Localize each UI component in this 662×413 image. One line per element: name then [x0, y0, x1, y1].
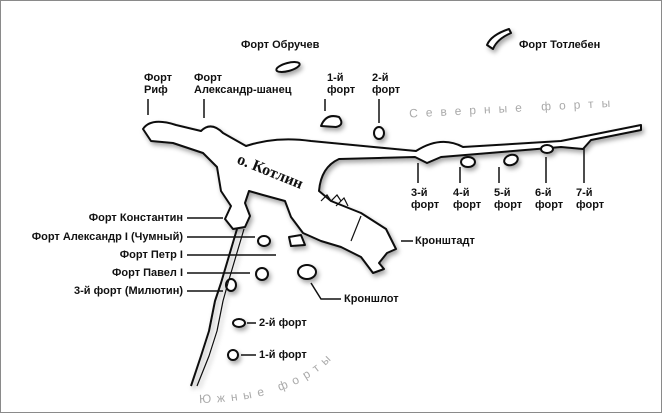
label-kronshtadt: Кронштадт — [415, 235, 475, 247]
label-line: форт — [372, 84, 401, 96]
city-walls — [320, 194, 362, 242]
label-line: 5-й — [494, 187, 511, 199]
label-south-fort-1: 1-й форт — [259, 349, 307, 361]
north-fort-5-shape — [503, 153, 519, 167]
north-fort-4-shape — [460, 156, 476, 168]
label-line: Форт — [194, 72, 223, 84]
label-line: 3-й — [411, 187, 428, 199]
south-fort-2-shape — [232, 318, 246, 328]
label-line: форт — [327, 84, 356, 96]
label-fort-milyutin: 3-й форт (Милютин) — [74, 285, 183, 297]
label-fort-pavel-i: Форт Павел I — [112, 267, 183, 279]
label-line: форт — [494, 199, 523, 211]
label-line: Александр-шанец — [194, 84, 292, 96]
label-line: 4-й — [453, 187, 470, 199]
label-line: 2-й — [372, 72, 389, 84]
fort-totleben-shape — [486, 28, 512, 50]
north-fort-6-shape — [540, 144, 554, 154]
kronshlot-shape — [297, 264, 317, 280]
label-line: форт — [411, 199, 440, 211]
label-line: 6-й — [535, 187, 552, 199]
fort-obruchev-shape — [275, 61, 301, 73]
dam-south — [190, 228, 238, 387]
dam-south-inner — [196, 228, 245, 387]
label-fort-totleben: Форт Тотлебен — [519, 39, 601, 51]
north-fort-1-shape — [320, 115, 343, 128]
label-fort-petr-i: Форт Петр I — [119, 249, 183, 261]
label-kronshlot: Кроншлот — [344, 293, 399, 305]
kotlin-island — [142, 120, 642, 274]
label-line: 1-й — [327, 72, 344, 84]
fort-petr-shape — [288, 234, 306, 247]
label-line: форт — [576, 199, 605, 211]
leader-lines — [147, 99, 585, 356]
label-line: форт — [535, 199, 564, 211]
north-fort-2-shape — [373, 126, 385, 140]
label-fort-konstantin: Форт Константин — [88, 212, 183, 224]
south-fort-1-shape — [227, 349, 239, 361]
label-line: Форт — [144, 72, 173, 84]
label-line: форт — [453, 199, 482, 211]
label-south-fort-2: 2-й форт — [259, 317, 307, 329]
label-line: 7-й — [576, 187, 593, 199]
label-line: Риф — [144, 84, 168, 96]
fort-pavel-shape — [255, 267, 269, 281]
fort-alexander-shape — [257, 235, 271, 247]
label-fort-alexander-i: Форт Александр I (Чумный) — [31, 231, 183, 243]
label-fort-obruchev: Форт Обручев — [241, 39, 320, 51]
